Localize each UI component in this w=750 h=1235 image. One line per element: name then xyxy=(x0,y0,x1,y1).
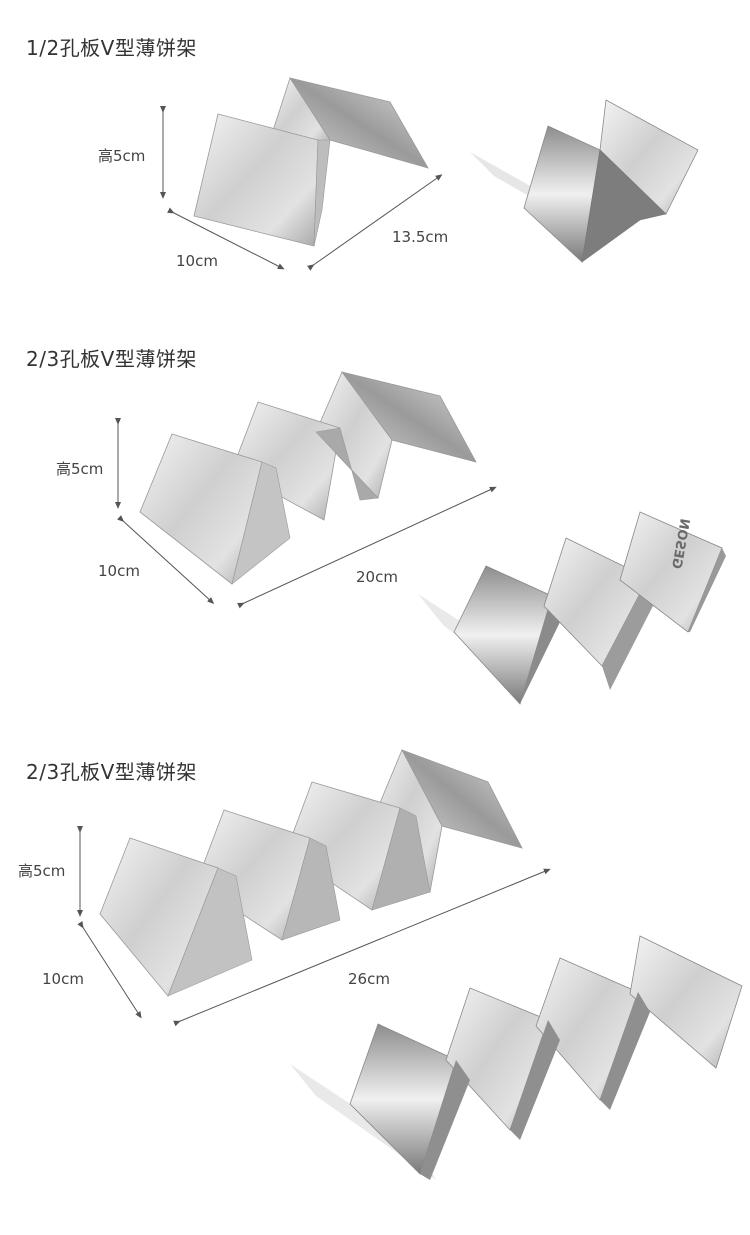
rack-2-photo: GESON xyxy=(418,511,726,705)
height-label: 高5cm xyxy=(98,147,146,165)
length-dimension-line xyxy=(307,174,443,271)
section-title: 2/3孔板V型薄饼架 xyxy=(26,760,197,784)
length-label: 13.5cm xyxy=(392,228,449,246)
section-title: 1/2孔板V型薄饼架 xyxy=(26,36,197,60)
height-label: 高5cm xyxy=(18,862,66,880)
section-title: 2/3孔板V型薄饼架 xyxy=(26,347,197,371)
depth-dimension-line xyxy=(117,515,215,605)
depth-dimension-line xyxy=(167,207,285,270)
height-label: 高5cm xyxy=(56,460,104,478)
length-dimension-line xyxy=(237,486,497,609)
depth-dimension-line xyxy=(77,921,142,1019)
length-label: 20cm xyxy=(356,568,398,586)
rack-1-photo xyxy=(470,99,699,263)
length-dimension-line xyxy=(173,868,551,1027)
rack-2-diagram xyxy=(139,371,477,585)
rack-3-photo xyxy=(290,935,743,1180)
length-label: 26cm xyxy=(348,970,390,988)
depth-label: 10cm xyxy=(42,970,84,988)
depth-label: 10cm xyxy=(98,562,140,580)
depth-label: 10cm xyxy=(176,252,218,270)
rack-1-diagram xyxy=(193,77,429,247)
rack-3-diagram xyxy=(99,749,523,997)
